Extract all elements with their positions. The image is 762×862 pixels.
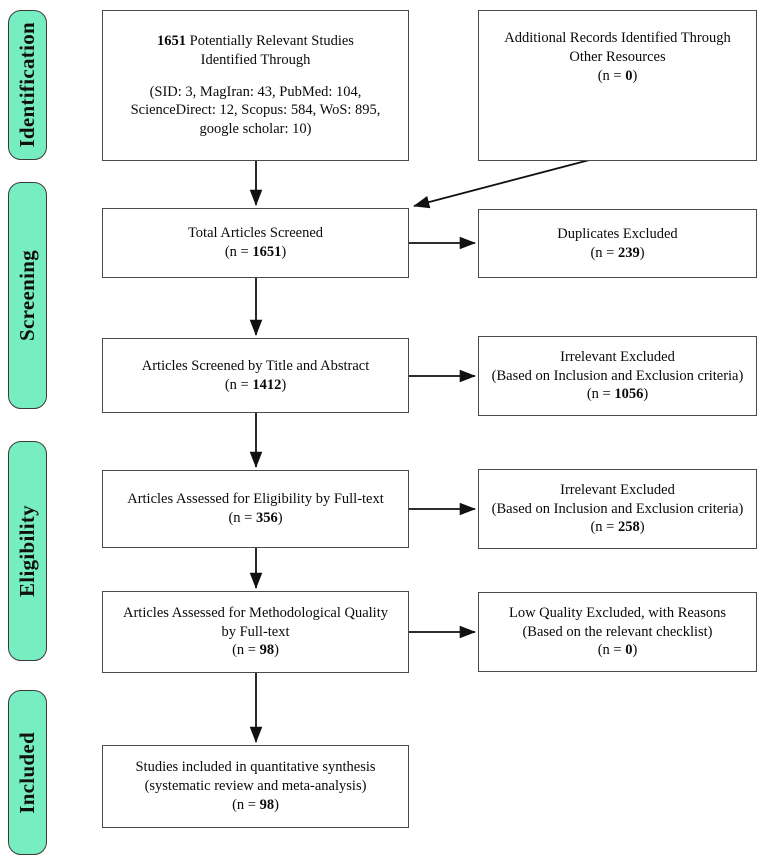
additional-records-n-value: 0 — [625, 67, 633, 84]
box-irrelevant-excluded-screening: Irrelevant Excluded (Based on Inclusion … — [478, 336, 757, 416]
stage-label-identification: Identification — [15, 22, 39, 148]
included-studies-n-suffix: ) — [274, 796, 279, 813]
eligibility-fulltext-line-1: Articles Assessed for Eligibility by Ful… — [127, 491, 384, 508]
irrelevant-excluded-1-n-suffix: ) — [643, 386, 649, 403]
low-quality-excluded-n-value: 0 — [625, 642, 633, 659]
identified-sources-line-3: google scholar: 10) — [199, 121, 312, 138]
low-quality-excluded-count: (n = 0) — [598, 641, 638, 660]
irrelevant-excluded-1-n-value: 1056 — [614, 386, 644, 403]
identified-sources-line-1: (SID: 3, MagIran: 43, PubMed: 104, — [149, 83, 362, 100]
low-quality-excluded-line-2: (Based on the relevant checklist) — [522, 623, 713, 640]
identified-line-1: 1651 Potentially Relevant Studies — [157, 32, 354, 51]
irrelevant-excluded-1-line-1: Irrelevant Excluded — [560, 348, 675, 365]
total-screened-count: (n = 1651) — [225, 243, 286, 262]
additional-records-line-2: Other Resources — [569, 48, 666, 65]
box-included-studies: Studies included in quantitative synthes… — [102, 745, 409, 828]
irrelevant-excluded-2-n-value: 258 — [617, 519, 640, 536]
stage-pill-eligibility: Eligibility — [8, 441, 47, 661]
methodological-quality-count: (n = 98) — [232, 641, 279, 660]
methodological-quality-line-1: Articles Assessed for Methodological Qua… — [123, 604, 388, 621]
methodological-quality-n-prefix: (n = — [232, 642, 260, 659]
identified-line-1-rest: Potentially Relevant Studies — [186, 32, 354, 49]
irrelevant-excluded-1-line-2: (Based on Inclusion and Exclusion criter… — [491, 367, 744, 384]
included-studies-line-2: (systematic review and meta-analysis) — [144, 778, 367, 795]
duplicates-excluded-n-suffix: ) — [639, 244, 645, 261]
box-total-screened: Total Articles Screened (n = 1651) — [102, 208, 409, 278]
duplicates-excluded-count: (n = 239) — [590, 244, 644, 263]
box-methodological-quality: Articles Assessed for Methodological Qua… — [102, 591, 409, 673]
irrelevant-excluded-1-count: (n = 1056) — [587, 385, 648, 404]
additional-records-n-prefix: (n = — [597, 67, 626, 84]
duplicates-excluded-line-1: Duplicates Excluded — [557, 225, 678, 242]
low-quality-excluded-line-1: Low Quality Excluded, with Reasons — [508, 604, 727, 621]
methodological-quality-line-2: by Full-text — [221, 623, 290, 640]
eligibility-fulltext-n-suffix: ) — [277, 510, 283, 526]
eligibility-fulltext-count: (n = 356) — [228, 509, 282, 528]
additional-records-n-suffix: ) — [632, 67, 638, 84]
stage-pill-included: Included — [8, 690, 47, 855]
stage-label-screening: Screening — [15, 250, 39, 341]
methodological-quality-n-suffix: ) — [274, 642, 279, 659]
total-screened-n-prefix: (n = — [224, 244, 253, 260]
irrelevant-excluded-2-n-suffix: ) — [639, 519, 645, 536]
duplicates-excluded-n-prefix: (n = — [590, 244, 618, 261]
included-studies-count: (n = 98) — [232, 796, 279, 815]
box-low-quality-excluded: Low Quality Excluded, with Reasons (Base… — [478, 592, 757, 672]
total-screened-n-suffix: ) — [281, 244, 287, 260]
total-screened-n-value: 1651 — [252, 244, 282, 260]
eligibility-fulltext-n-value: 356 — [255, 510, 278, 526]
identified-count: 1651 — [157, 32, 187, 49]
screened-title-abstract-line-1: Articles Screened by Title and Abstract — [141, 357, 370, 374]
box-records-identified: 1651 Potentially Relevant Studies Identi… — [102, 10, 409, 161]
low-quality-excluded-n-suffix: ) — [632, 642, 638, 659]
stage-pill-identification: Identification — [8, 10, 47, 160]
included-studies-line-1: Studies included in quantitative synthes… — [135, 759, 376, 776]
additional-records-line-1: Additional Records Identified Through — [504, 30, 731, 46]
irrelevant-excluded-1-n-prefix: (n = — [586, 386, 615, 403]
screened-title-abstract-n-suffix: ) — [281, 376, 287, 393]
identified-line-2: Identified Through — [200, 51, 311, 68]
screened-title-abstract-count: (n = 1412) — [225, 376, 286, 395]
duplicates-excluded-n-value: 239 — [617, 244, 640, 261]
box-screened-title-abstract: Articles Screened by Title and Abstract … — [102, 338, 409, 413]
screened-title-abstract-n-value: 1412 — [252, 376, 282, 393]
screened-title-abstract-n-prefix: (n = — [224, 376, 253, 393]
included-studies-n-value: 98 — [259, 796, 275, 813]
box-duplicates-excluded: Duplicates Excluded (n = 239) — [478, 209, 757, 278]
low-quality-excluded-n-prefix: (n = — [597, 642, 626, 659]
irrelevant-excluded-2-line-1: Irrelevant Excluded — [560, 481, 675, 498]
eligibility-fulltext-n-prefix: (n = — [228, 510, 256, 526]
included-studies-n-prefix: (n = — [232, 796, 260, 813]
irrelevant-excluded-2-count: (n = 258) — [590, 518, 644, 537]
irrelevant-excluded-2-n-prefix: (n = — [590, 519, 618, 536]
total-screened-line-1: Total Articles Screened — [187, 225, 324, 242]
box-irrelevant-excluded-eligibility: Irrelevant Excluded (Based on Inclusion … — [478, 469, 757, 549]
additional-records-count: (n = 0) — [598, 67, 638, 86]
irrelevant-excluded-2-line-2: (Based on Inclusion and Exclusion criter… — [491, 500, 744, 517]
methodological-quality-n-value: 98 — [259, 642, 275, 659]
stage-pill-screening: Screening — [8, 182, 47, 409]
box-additional-records: Additional Records Identified Through Ot… — [478, 10, 757, 161]
box-eligibility-fulltext: Articles Assessed for Eligibility by Ful… — [102, 470, 409, 548]
stage-label-included: Included — [15, 731, 39, 814]
identified-sources-line-2: ScienceDirect: 12, Scopus: 584, WoS: 895… — [130, 102, 381, 119]
stage-label-eligibility: Eligibility — [15, 505, 39, 597]
